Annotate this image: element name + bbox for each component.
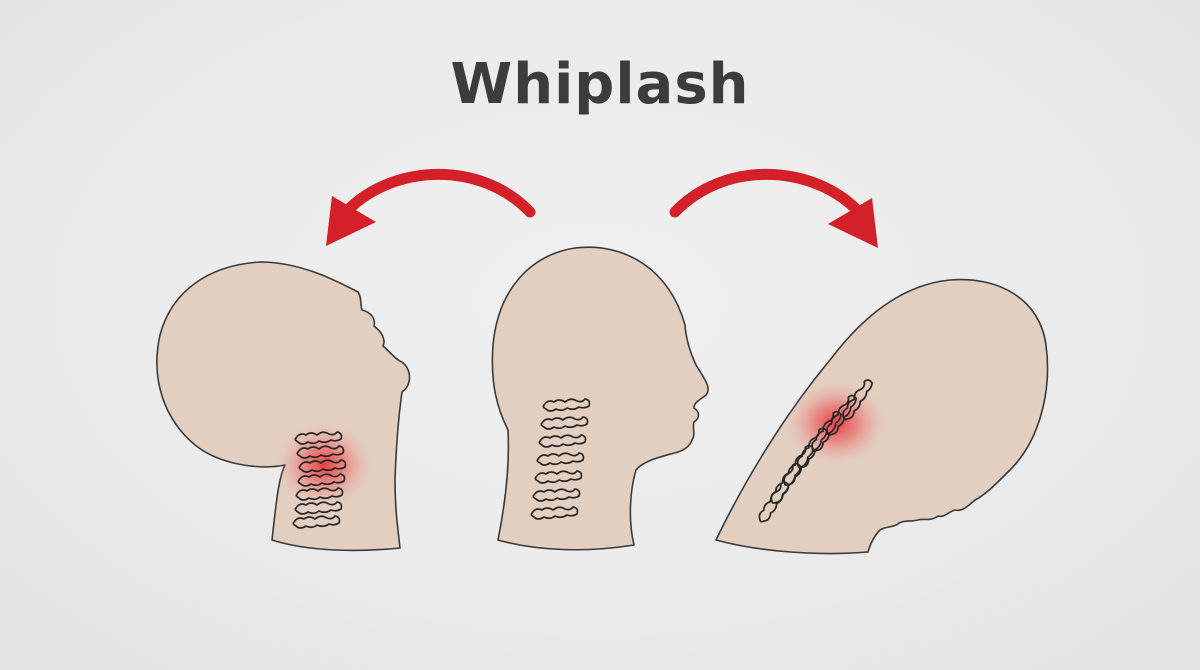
arrow-backward — [326, 169, 536, 246]
head-flexion — [715, 278, 1049, 555]
arrow-forward — [669, 169, 878, 248]
pain-highlight — [276, 423, 372, 507]
head-neutral-outline — [491, 246, 709, 551]
head-neutral — [491, 246, 709, 551]
page-title: Whiplash — [450, 52, 750, 117]
head-extension — [156, 261, 411, 552]
head-extension-outline — [156, 261, 411, 552]
